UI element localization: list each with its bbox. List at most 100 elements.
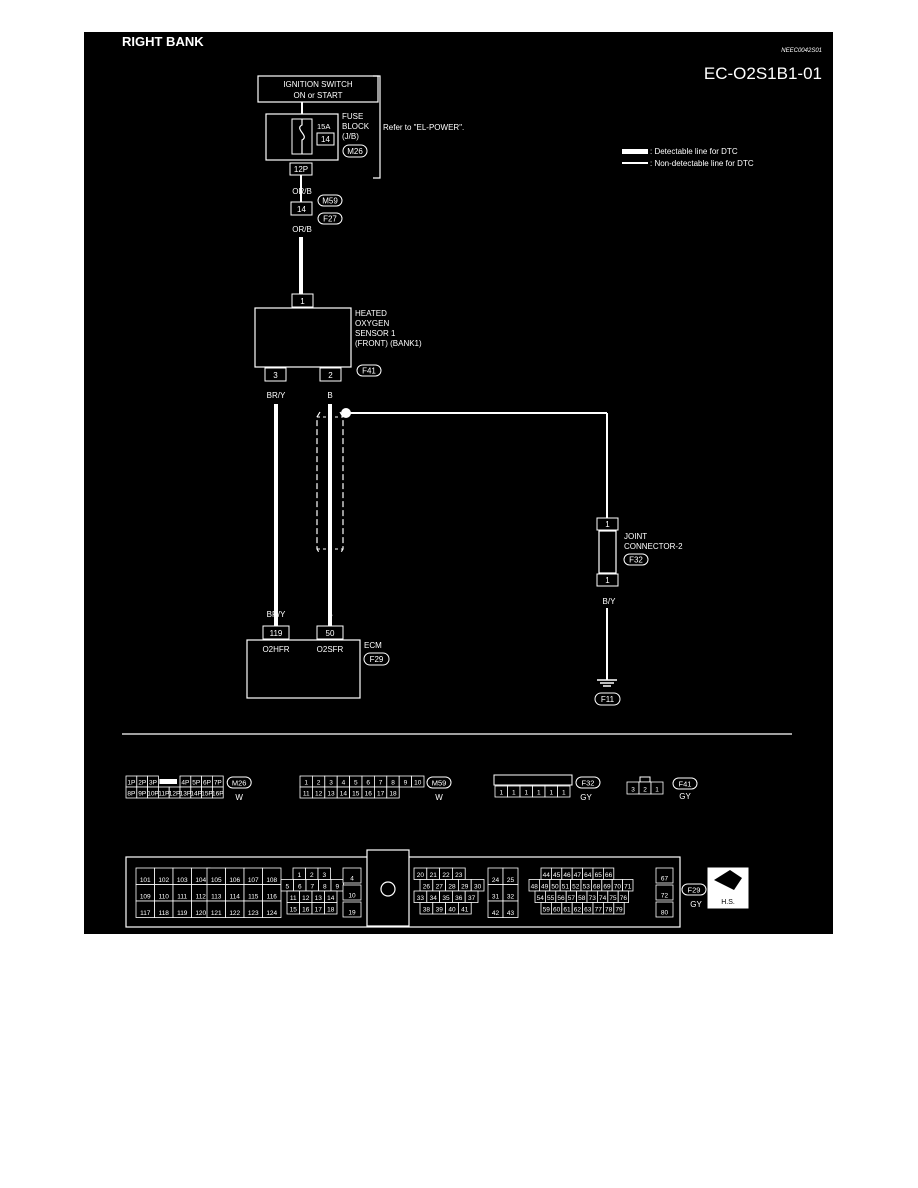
m59-pin-6-label: 6 [366,780,370,787]
m59-pin-12-label: 12 [315,791,323,798]
f29g-pin-70-label: 70 [614,884,622,891]
fuse-terminal: 12P [294,165,308,174]
f29f-pin-25-label: 25 [507,877,515,884]
orb-wire-2 [299,237,303,295]
f29-color: GY [690,900,702,909]
f29g-pin-74-label: 74 [599,895,607,902]
sensor-box [254,307,352,368]
fuse-block-label-3: (J/B) [342,132,359,141]
m26-badge [226,776,252,789]
m26-pin-6P-label: 6P [203,780,211,787]
f29-badge [681,883,707,896]
f29c-pin-13-label: 13 [315,895,323,902]
shield-left [316,411,321,555]
f29g-pin-71-label: 71 [624,884,632,891]
f29e-pin-22-label: 22 [442,872,450,879]
bry-wire [274,404,278,626]
sensor-connector: F41 [362,367,376,376]
f29h-pin-67-cell [655,867,674,884]
f29d-pin-4-label: 4 [350,876,354,883]
f29c-pin-8-label: 8 [323,884,327,891]
f29d-pin-10-label: 10 [348,893,356,900]
f29g-pin-58-label: 58 [578,895,586,902]
f29g-pin-76-label: 76 [620,895,628,902]
f29e-pin-35-label: 35 [442,895,450,902]
f29d-pin-19-cell [342,901,362,918]
f29c-pin-11-label: 11 [290,895,297,902]
f29d-pin-10-cell [342,884,362,901]
diagram-title: RIGHT BANK [122,34,204,49]
inline-connector-a: M59 [322,197,338,206]
sensor-pin-top: 1 [300,297,305,306]
f29a-pin-109-label: 109 [140,894,151,901]
f29f-pin-32-label: 32 [507,894,515,901]
m59-pin-9-label: 9 [404,780,408,787]
m26-pin-2P-label: 2P [138,780,146,787]
joint-pin-top: 1 [605,520,610,529]
b-label-bottom: B [327,610,332,619]
f29g-pin-73-label: 73 [589,895,597,902]
inline-connector-box [290,201,313,216]
f29g-pin-44-label: 44 [543,872,551,879]
power-bracket [373,75,381,179]
f29g-pin-53-label: 53 [583,884,591,891]
f29b-pin-115-label: 115 [248,894,259,901]
f29f-pin-31-label: 31 [492,894,500,901]
f29c-pin-18-label: 18 [327,907,335,914]
f41-badge [672,777,698,790]
m59-pin-11-label: 11 [303,791,310,798]
f32-badge-label: F32 [582,779,595,788]
m26-color: W [235,793,243,802]
f29c-pin-12-label: 12 [302,895,310,902]
f41-key [639,776,651,783]
f29g-pin-77-label: 77 [595,907,603,914]
f29h-pin-80-label: 80 [661,910,669,917]
f29b-pin-108-label: 108 [266,877,277,884]
f29c-pin-6-label: 6 [298,884,302,891]
f29b-pin-116-label: 116 [267,894,278,901]
fuse-block-label-1: FUSE [342,112,363,121]
f29e-pin-41-label: 41 [461,907,469,914]
m59-pin-15-label: 15 [352,791,360,798]
ecm-connector-badge [363,652,390,666]
orb-label-top: OR/B [292,187,312,196]
f41-pin-3-label: 3 [631,787,635,794]
f29d-pin-19-label: 19 [348,910,356,917]
f29b-pin-114-label: 114 [230,894,241,901]
m59-pin-14-label: 14 [340,791,348,798]
f29g-pin-63-label: 63 [584,907,592,914]
f29g-pin-48-label: 48 [531,884,539,891]
ecm-box [246,639,361,699]
m59-pin-4-label: 4 [342,780,346,787]
b-label-top: B [327,391,332,400]
f29c-pin-1-label: 1 [297,872,301,879]
sensor-pin-right: 2 [328,371,333,380]
legend-thin-line [622,162,648,164]
m26-pin-7P-label: 7P [214,780,222,787]
hs-label: H.S. [721,899,735,906]
m26-pin-12P-label: 12P [169,791,181,798]
f29g-pin-68-label: 68 [593,884,601,891]
f29g-pin-55-label: 55 [547,895,555,902]
joint-label-1: JOINT [624,532,647,541]
f29g-pin-46-label: 46 [563,872,571,879]
m26-pin-5P-label: 5P [192,780,200,787]
ecm-signal-right: O2SFR [317,645,344,654]
fuse-rating: 15A [317,122,330,131]
refer-note: Refer to "EL-POWER". [383,123,464,132]
f29b-pin-113-label: 113 [211,894,222,901]
f29e-pin-27-label: 27 [436,884,444,891]
f29e-pin-28-label: 28 [448,884,456,891]
sensor-label-1: HEATED [355,309,387,318]
m59-pin-10-cell [411,775,425,788]
shield-right [339,411,344,555]
sensor-pin-right-box [319,367,342,382]
f29e-pin-33-label: 33 [417,895,425,902]
f29a-pin-118-label: 118 [159,910,170,917]
f29f-pin-43-cell [502,900,519,918]
m59-pin-13-label: 13 [327,791,335,798]
f29c-pin-15-label: 15 [290,907,298,914]
f29e-pin-37-cell [464,890,479,903]
f29b-pin-122-label: 122 [229,910,240,917]
sensor-pin-top-box [291,293,314,308]
